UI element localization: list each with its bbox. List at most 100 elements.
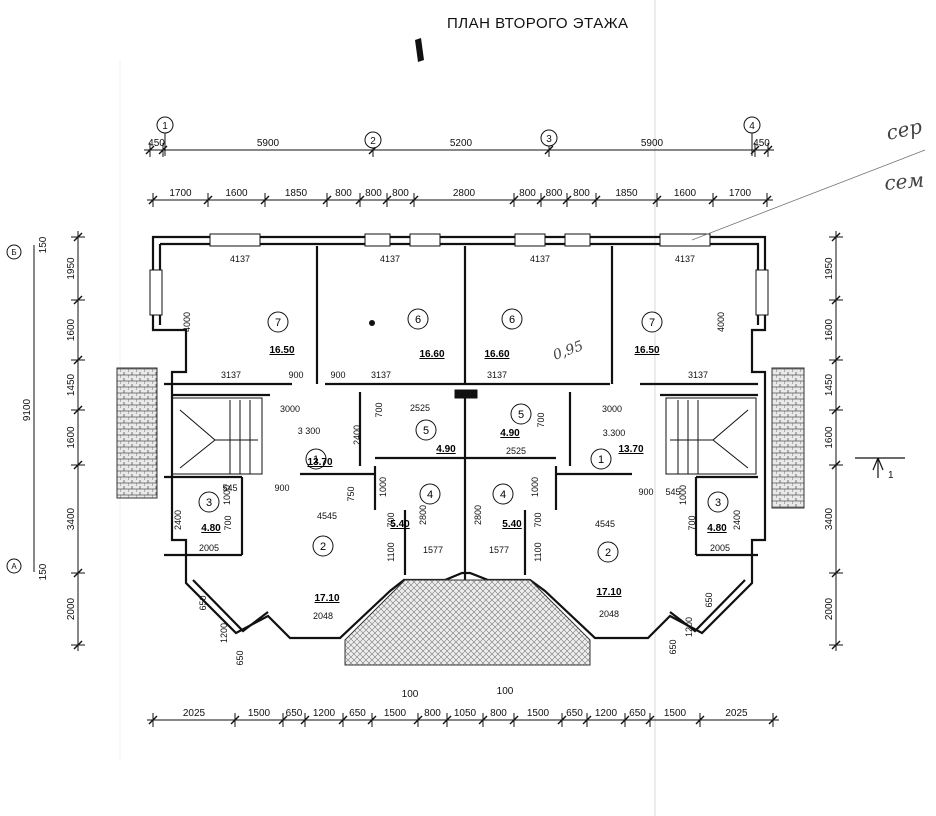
dimension-label-total: 9100 xyxy=(22,398,33,421)
room-number: 1 xyxy=(598,454,604,466)
interior-walls xyxy=(164,246,758,580)
dimension-label-left: 3400 xyxy=(66,507,77,530)
axis-marker: 2 xyxy=(370,136,376,147)
dimension-label-top: 800 xyxy=(573,188,590,199)
inner-dimension-label: 900 xyxy=(330,370,345,380)
side-roof-right xyxy=(771,367,805,509)
inner-dimension-label: 1577 xyxy=(489,545,509,555)
inner-dimension-label: 1000 xyxy=(378,477,388,497)
room-area: 4.80 xyxy=(707,523,727,534)
room-number: 6 xyxy=(509,314,515,326)
inner-dimension-label: 1200 xyxy=(684,617,694,637)
windows xyxy=(149,233,769,399)
dimension-label-right: 1950 xyxy=(824,257,835,280)
exterior-walls xyxy=(151,235,767,640)
inner-dimension-label: 3000 xyxy=(280,404,300,414)
inner-dimension-label: 2800 xyxy=(418,505,428,525)
room-area: 16.50 xyxy=(634,345,659,356)
dimension-label-bottom: 2025 xyxy=(183,708,206,719)
room-number-circle xyxy=(707,491,729,513)
dimension-label-right: 2000 xyxy=(824,597,835,620)
room-area: 4.90 xyxy=(436,444,456,455)
room-number-circle xyxy=(305,448,327,470)
room-number-circle xyxy=(407,308,429,330)
dimension-label-axis: 5900 xyxy=(641,138,664,149)
inner-dimension-label: 2005 xyxy=(199,543,219,553)
inner-dimension-label: 2005 xyxy=(710,543,730,553)
inner-dimension-label: 4137 xyxy=(380,254,400,264)
room-number-circle xyxy=(597,541,619,563)
axis-marker: 4 xyxy=(749,121,755,132)
room-number-circle xyxy=(312,535,334,557)
inner-dimension-label: 545 xyxy=(222,483,237,493)
inner-dimension-label: 1000 xyxy=(222,485,232,505)
inner-dimension-label: 750 xyxy=(346,486,356,501)
dimension-label-bottom: 650 xyxy=(629,708,646,719)
inner-dimension-label: 1000 xyxy=(678,485,688,505)
dimension-label-top: 1850 xyxy=(285,188,308,199)
room-number-circle xyxy=(419,483,441,505)
handwritten-note: 0,95 xyxy=(551,338,586,364)
dimension-label-top: 1600 xyxy=(225,188,248,199)
dimension-label-bottom: 100 xyxy=(402,689,419,700)
room-number: 3 xyxy=(206,497,212,509)
dimension-label-left: 1950 xyxy=(66,257,77,280)
inner-dimension-label: 3000 xyxy=(602,404,622,414)
svg-text:1: 1 xyxy=(888,470,894,481)
room-number: 1 xyxy=(313,454,319,466)
inner-dimension-label: 4000 xyxy=(182,312,192,332)
room-area: 13.70 xyxy=(307,457,332,468)
dimension-label-bottom: 800 xyxy=(490,708,507,719)
inner-dimension-label: 650 xyxy=(668,639,678,654)
dimension-label-bottom: 1500 xyxy=(527,708,550,719)
room-number-circle xyxy=(641,311,663,333)
room-area: 4.80 xyxy=(201,523,221,534)
dimension-label-bottom: 1200 xyxy=(313,708,336,719)
axis-marker: А xyxy=(11,562,17,571)
inner-dimension-label: 3137 xyxy=(688,370,708,380)
room-number: 3 xyxy=(715,497,721,509)
inner-dimension-label: 1577 xyxy=(423,545,443,555)
room-area: 13.70 xyxy=(618,444,643,455)
inner-dimension-label: 4137 xyxy=(530,254,550,264)
dimension-label-bottom: 650 xyxy=(566,708,583,719)
inner-dimension-label: 2400 xyxy=(732,510,742,530)
dimension-label-top: 2800 xyxy=(453,188,476,199)
dimension-label-bottom: 800 xyxy=(424,708,441,719)
room-number-circle xyxy=(590,448,612,470)
room-number-circle xyxy=(510,403,532,425)
section-mark: 1 xyxy=(855,457,905,481)
room-number: 2 xyxy=(605,547,611,559)
dimension-label-top: 800 xyxy=(546,188,563,199)
dimension-label-bottom: 100 xyxy=(497,686,514,697)
entrance-roof xyxy=(344,579,591,666)
inner-dimension-label: 2525 xyxy=(506,446,526,456)
room-number-circle xyxy=(267,311,289,333)
inner-dimension-label: 2800 xyxy=(473,505,483,525)
room-number: 7 xyxy=(649,317,655,329)
inner-dimension-label: 900 xyxy=(638,487,653,497)
dimension-label-bottom: 650 xyxy=(286,708,303,719)
dimension-label-right: 1450 xyxy=(824,373,835,396)
dimension-label-bottom: 1200 xyxy=(595,708,618,719)
stairs-left xyxy=(171,397,263,475)
dimension-label-bottom: 1500 xyxy=(384,708,407,719)
dimension-label-axis: 450 xyxy=(148,138,165,149)
handwritten-note: сер xyxy=(884,114,924,145)
inner-dimension-label: 700 xyxy=(374,402,384,417)
dimension-label-left: 1600 xyxy=(66,318,77,341)
dimension-label-right: 1600 xyxy=(824,426,835,449)
inner-dimension-label: 3.300 xyxy=(603,428,626,438)
inner-dimension-label: 700 xyxy=(386,512,396,527)
axis-marker: 1 xyxy=(162,121,168,132)
room-area: 16.50 xyxy=(269,345,294,356)
inner-dimension-label: 4000 xyxy=(716,312,726,332)
inner-dimension-label: 700 xyxy=(536,412,546,427)
dimension-label-top: 1850 xyxy=(615,188,638,199)
room-area: 17.10 xyxy=(314,593,339,604)
dimension-label-left: 150 xyxy=(38,236,49,253)
dimension-label-bottom: 1500 xyxy=(664,708,687,719)
inner-dimension-label: 900 xyxy=(274,483,289,493)
inner-dimension-label: 650 xyxy=(198,595,208,610)
